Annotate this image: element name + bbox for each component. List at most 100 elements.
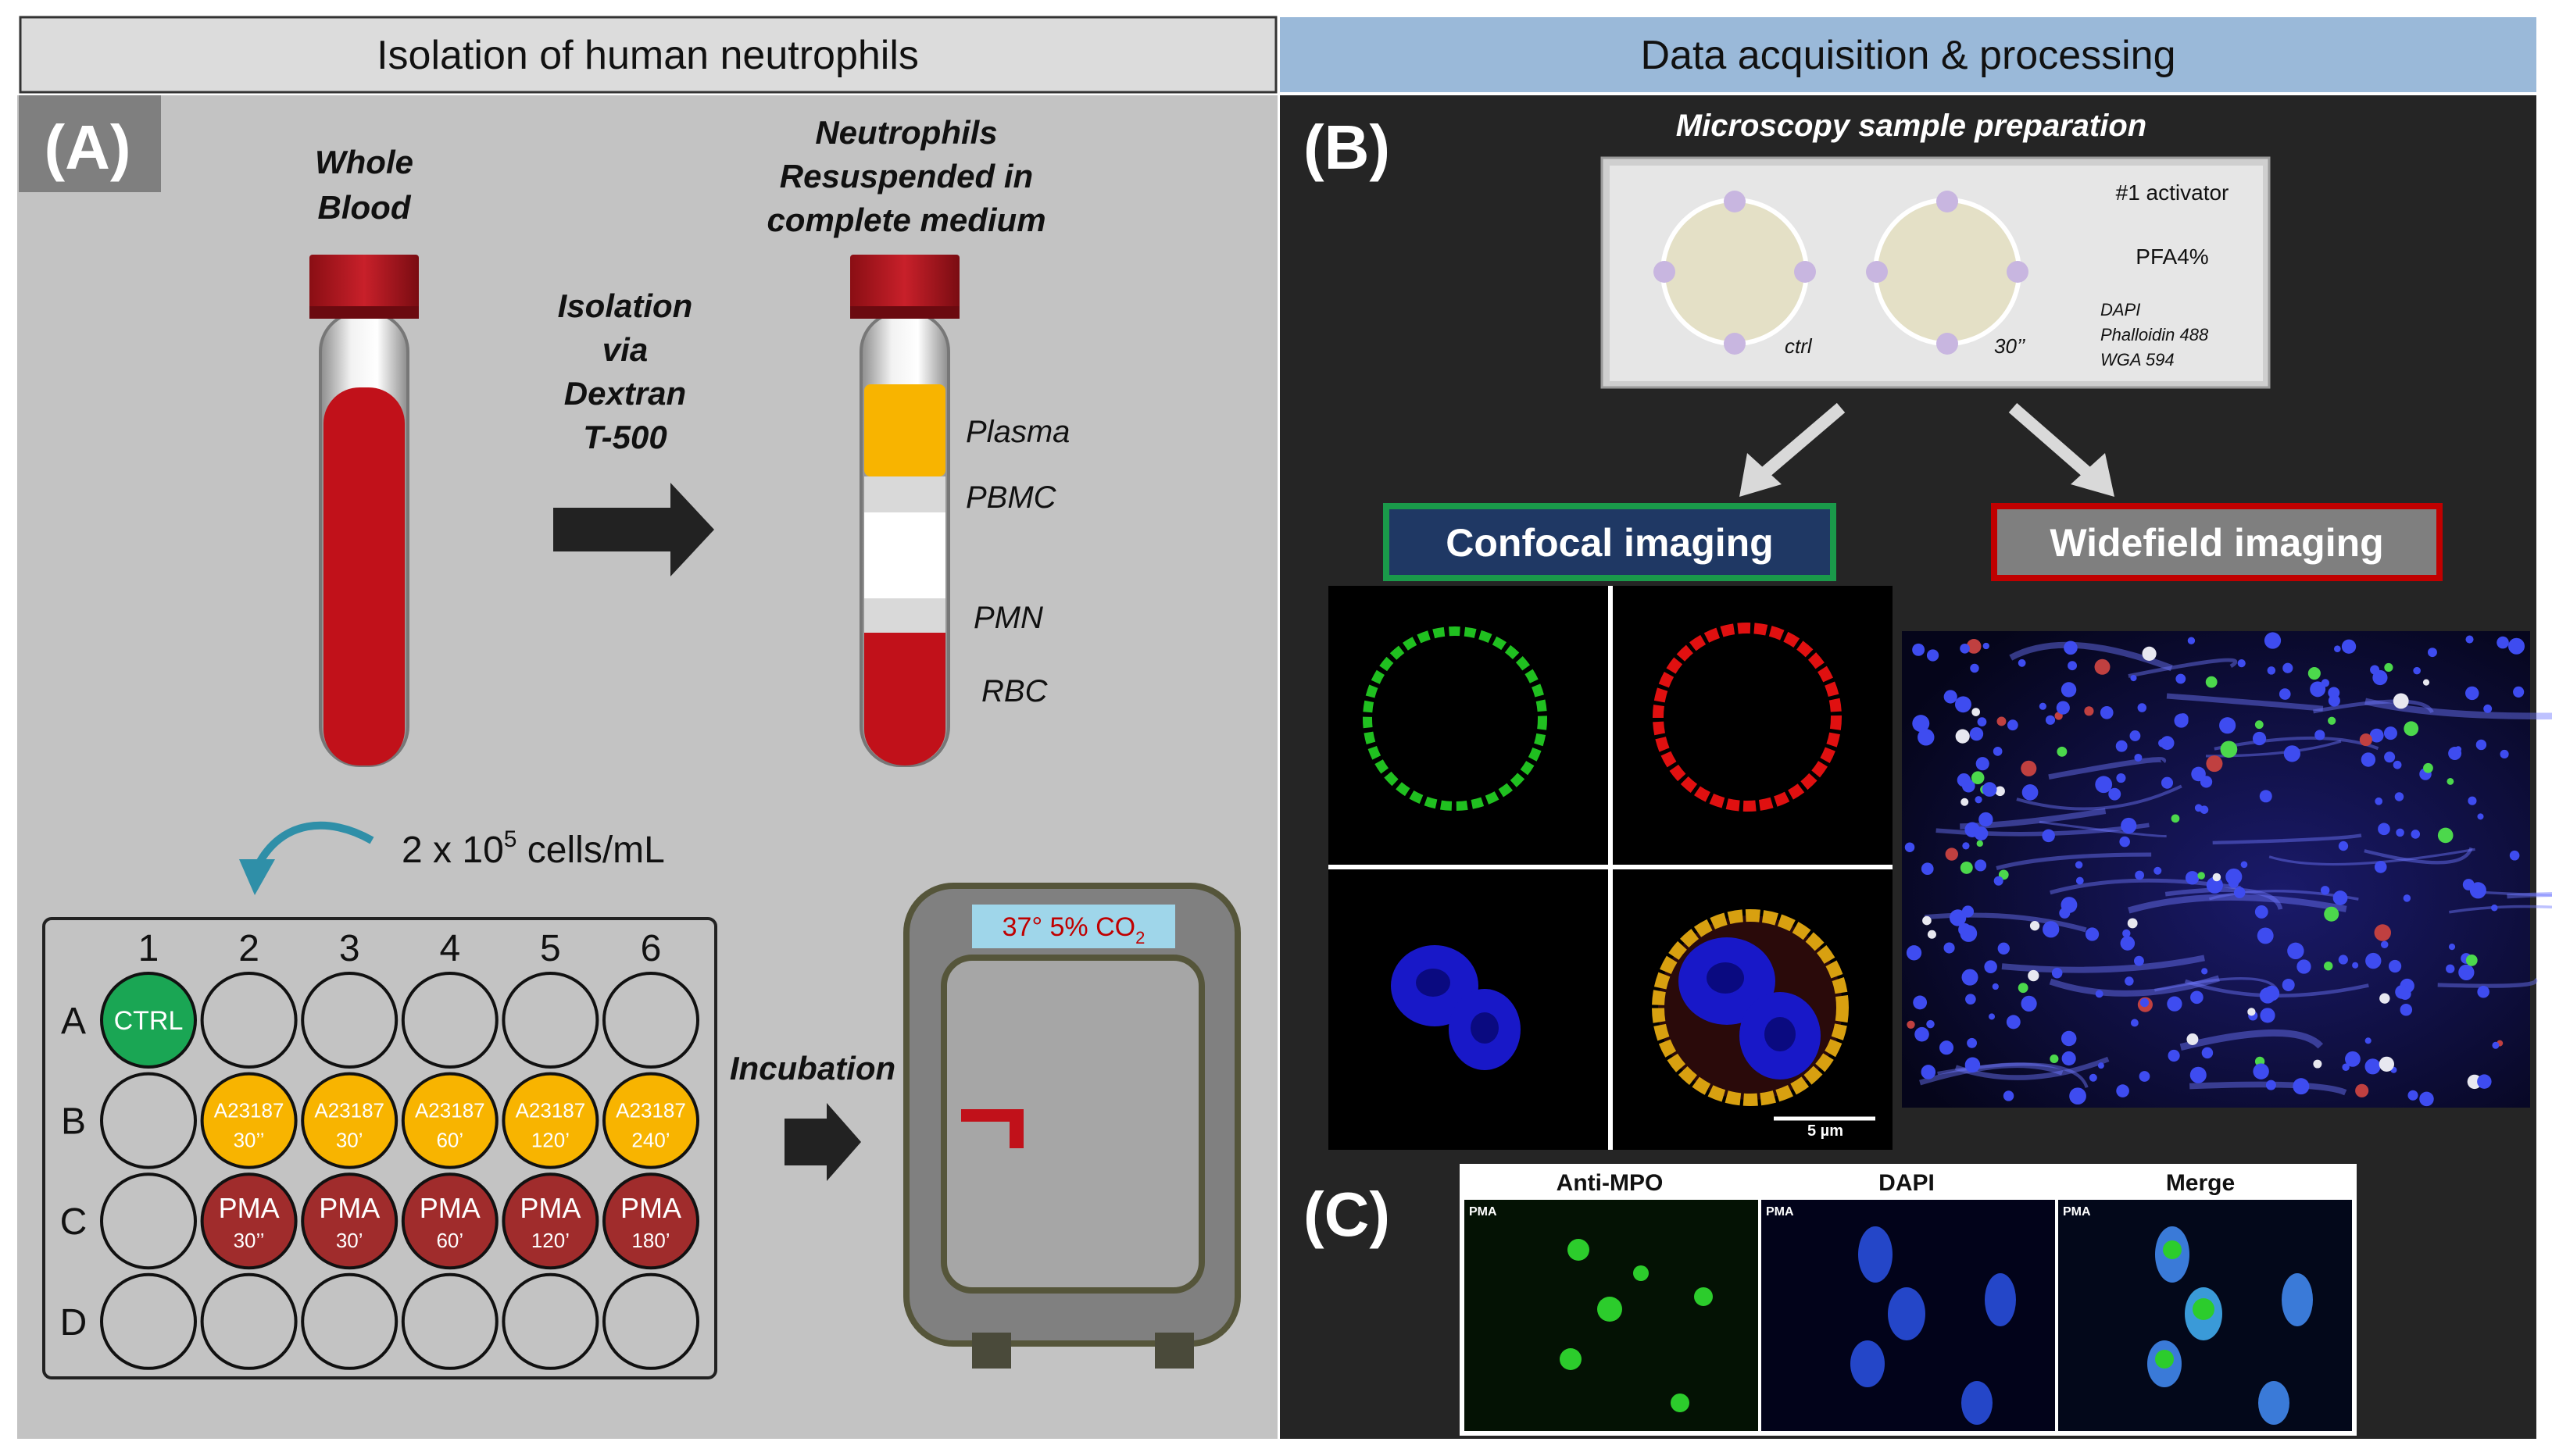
widefield-cell	[2130, 674, 2137, 682]
widefield-cell	[2500, 749, 2509, 759]
well-C5	[502, 1172, 599, 1270]
well-B4	[401, 1072, 499, 1169]
widefield-cell	[2233, 887, 2246, 898]
whole-blood-tube	[309, 255, 419, 767]
well-C5-agent: PMA	[520, 1192, 581, 1224]
widefield-cell	[2168, 1049, 2180, 1062]
widefield-cell	[2355, 1083, 2369, 1097]
widefield-cell	[2320, 886, 2330, 895]
widefield-cell	[2043, 921, 2060, 938]
widefield-cell	[1971, 771, 1985, 784]
widefield-cell	[2332, 890, 2348, 905]
isolation-line3: Dextran	[564, 375, 686, 412]
well-A4	[401, 972, 499, 1069]
arrow-to-widefield-head	[2071, 453, 2114, 497]
widefield-cell	[2413, 666, 2421, 675]
widefield-net-strand	[2001, 955, 2205, 973]
widefield-cell	[2097, 1062, 2104, 1069]
well-A1	[100, 972, 197, 1069]
widefield-cell	[2375, 797, 2383, 805]
widefield-cell	[2134, 955, 2144, 966]
panel-c-col-merge: Merge	[2166, 1170, 2235, 1196]
widefield-cell	[2264, 985, 2280, 1001]
widefield-cell	[2039, 702, 2046, 710]
plate-row-B: B	[61, 1101, 86, 1143]
widefield-cell	[2137, 703, 2147, 712]
widefield-cell	[2508, 637, 2525, 655]
widefield-cell	[2254, 720, 2264, 730]
plate-col-3: 3	[339, 928, 360, 969]
widefield-cell	[2108, 787, 2121, 801]
widefield-cell	[1942, 1041, 1950, 1050]
widefield-cell	[2130, 1019, 2139, 1027]
widefield-cell	[2469, 882, 2486, 899]
widefield-cell	[2069, 1087, 2086, 1105]
widefield-cell	[2161, 776, 2174, 789]
neutrophils-line3: complete medium	[767, 202, 1045, 238]
widefield-cell	[2509, 850, 2520, 861]
widefield-cell	[2310, 681, 2326, 698]
widefield-cell	[2212, 873, 2221, 882]
widefield-net-strand	[2048, 757, 2166, 780]
widefield-net-strand	[2128, 894, 2347, 914]
widefield-cell	[2174, 713, 2189, 728]
well-B5-agent: A23187	[516, 1099, 586, 1122]
widefield-cell	[1982, 782, 1997, 797]
widefield-cell	[1970, 663, 1979, 673]
widefield-cell	[2352, 962, 2359, 969]
widefield-net-strand	[2049, 975, 2220, 997]
widefield-cell	[1943, 942, 1955, 954]
widefield-cell	[1955, 729, 1970, 744]
panel-c-dapi-image	[1761, 1200, 2055, 1431]
arrow-to-widefield	[2008, 402, 2091, 477]
plate-col-1: 1	[138, 928, 159, 969]
confocal-blue-nucleus	[1391, 945, 1521, 1070]
widefield-cell	[2201, 1047, 2214, 1059]
widefield-cell	[2042, 829, 2055, 843]
arrow-to-confocal-head	[1739, 453, 1782, 497]
widefield-cell	[2394, 792, 2404, 801]
isolation-line4: T-500	[583, 419, 667, 455]
widefield-cell	[1926, 649, 1939, 662]
widefield-cell	[2260, 1008, 2275, 1023]
panel-c-col-dapi: DAPI	[1878, 1170, 1935, 1196]
plate-col-6: 6	[641, 928, 662, 969]
widefield-cell	[1921, 862, 1934, 876]
widefield-cell	[2139, 1071, 2150, 1082]
incubator: 37° 5% CO2	[903, 883, 1241, 1369]
widefield-cell	[2061, 682, 2077, 698]
well-B3	[301, 1072, 399, 1169]
widefield-cell	[1982, 642, 1989, 650]
widefield-cell	[1907, 1020, 1915, 1029]
widefield-cell	[2403, 894, 2411, 902]
widefield-cell	[2142, 646, 2157, 661]
widefield-cell	[2475, 739, 2487, 751]
confocal-box	[1383, 503, 1836, 581]
plate-arrowhead	[239, 859, 275, 895]
widefield-cell	[2338, 840, 2349, 851]
widefield-cell	[2282, 662, 2293, 673]
widefield-cell	[2029, 921, 2040, 931]
widefield-cell	[2125, 976, 2134, 986]
widefield-cell	[2185, 871, 2200, 885]
widefield-cell	[1984, 960, 1997, 973]
plate-row-C: C	[60, 1201, 88, 1243]
widefield-net-strand	[2364, 698, 2552, 720]
widefield-cell	[1949, 909, 1967, 926]
widefield-cell	[2411, 830, 2421, 839]
widefield-cell	[2483, 704, 2493, 713]
widefield-cell	[2458, 964, 2475, 980]
widefield-cell	[1906, 945, 1922, 961]
widefield-cell	[2359, 733, 2372, 747]
widefield-cell	[2404, 721, 2419, 737]
widefield-cell	[2095, 776, 2113, 794]
widefield-net-strand	[2364, 847, 2473, 865]
widefield-label: Widefield imaging	[2050, 521, 2383, 565]
widefield-cell	[1921, 1065, 1936, 1080]
widefield-cell	[2492, 1041, 2500, 1049]
layer-pbmc: PBMC	[966, 480, 1057, 515]
layer-pmn: PMN	[974, 601, 1043, 635]
widefield-cell	[2158, 738, 2167, 748]
well-C2-agent: PMA	[219, 1192, 280, 1224]
widefield-cell	[1967, 1037, 1978, 1048]
